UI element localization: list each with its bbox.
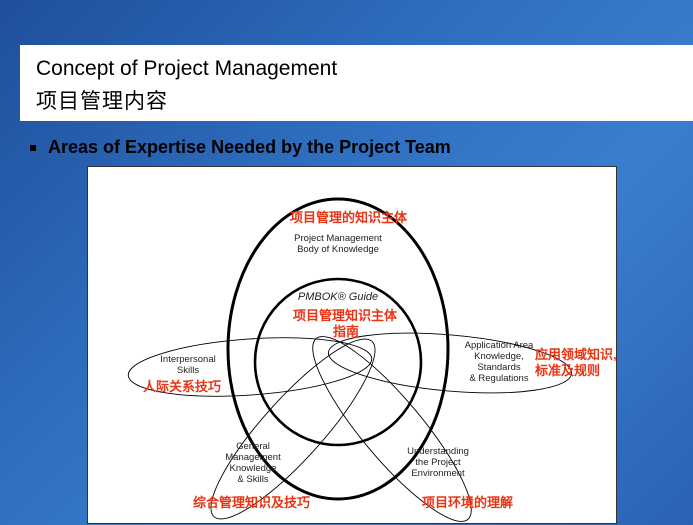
environment-line3: Environment <box>411 468 465 479</box>
general-line1: General <box>236 441 270 452</box>
general-line2: Management <box>225 452 281 463</box>
general-line3: Knowledge <box>229 463 277 474</box>
interpersonal-label-cn: 人际关系技巧 <box>143 379 222 394</box>
outer-ellipse <box>226 197 450 501</box>
application-label-cn1: 应用领域知识, <box>535 347 617 362</box>
environment-petal <box>312 336 472 522</box>
environment-line2: the Project <box>415 457 461 468</box>
slide-subtitle: Areas of Expertise Needed by the Project… <box>48 137 451 157</box>
application-line1: Application Area <box>464 340 534 351</box>
general-petal <box>210 338 376 520</box>
slide-title-chinese: 项目管理内容 <box>36 90 168 113</box>
inner-label-cn2: 指南 <box>333 324 360 339</box>
application-line4: & Regulations <box>469 373 529 384</box>
general-label-cn: 综合管理知识及技巧 <box>193 495 311 510</box>
outer-label-line1: Project Management <box>294 233 382 244</box>
slide-title-english: Concept of Project Management <box>36 57 338 80</box>
pmbok-diagram: 项目管理的知识主体 Project Management Body of Kno… <box>87 166 617 524</box>
title-box: Concept of Project Management 项目管理内容 <box>20 45 693 121</box>
inner-label: PMBOK® Guide <box>297 291 379 303</box>
application-label-cn2: 标准及规则 <box>535 363 601 378</box>
environment-line1: Understanding <box>407 446 469 457</box>
outer-label-cn: 项目管理的知识主体 <box>290 210 408 225</box>
interpersonal-line2: Skills <box>176 365 200 376</box>
interpersonal-petal <box>127 337 373 397</box>
application-line2: Knowledge, <box>474 351 524 362</box>
diagram-shapes <box>127 197 573 522</box>
interpersonal-line1: Interpersonal <box>160 354 216 365</box>
application-petal <box>327 332 573 394</box>
bullet-marker <box>30 145 36 151</box>
general-line4: & Skills <box>237 474 269 485</box>
application-line3: Standards <box>477 362 521 373</box>
outer-label-line2: Body of Knowledge <box>297 244 379 255</box>
inner-circle <box>253 277 423 447</box>
inner-label-cn1: 项目管理知识主体 <box>293 308 398 323</box>
environment-label-cn: 项目环境的理解 <box>422 495 514 510</box>
